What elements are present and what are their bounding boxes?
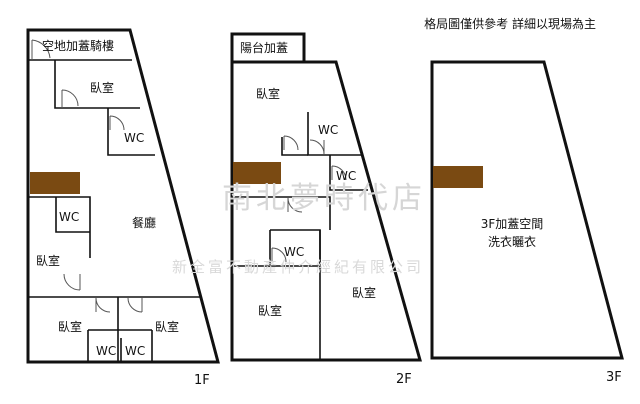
floor-2-beam bbox=[233, 162, 281, 184]
floor-1-bedroom-br-label: 臥室 bbox=[155, 319, 179, 334]
floor-1-bedroom-top-label: 臥室 bbox=[90, 80, 114, 95]
floor-2-bedroom-bl-label: 臥室 bbox=[258, 303, 282, 318]
floor-1-balcony-label: 空地加蓋騎樓 bbox=[42, 38, 114, 53]
floor-2-wc-right-label: WC bbox=[336, 169, 356, 183]
floor-1-bedroom-bl-label: 臥室 bbox=[58, 319, 82, 334]
floor-2-bedroom-br-label: 臥室 bbox=[352, 285, 376, 300]
floor-2-balcony-label: 陽台加蓋 bbox=[240, 40, 288, 55]
watermark-company: 南北夢時代店 bbox=[222, 181, 426, 216]
floor-2-wc-mid-label: WC bbox=[284, 245, 304, 259]
floor-1-dining-label: 餐廳 bbox=[132, 215, 156, 230]
floor-1-wc-bl-label: WC bbox=[96, 344, 116, 358]
floor-3-space-line1: 3F加蓋空間 bbox=[481, 217, 544, 231]
floor-1: 空地加蓋騎樓 臥室 WC 餐廳 WC 臥室 臥室 臥室 WC WC 1F bbox=[26, 28, 220, 388]
floor-3-beam bbox=[433, 166, 483, 188]
floor-1-wc-br-label: WC bbox=[125, 344, 145, 358]
floor-1-tag: 1F bbox=[194, 373, 210, 388]
floor-3-outline bbox=[430, 60, 624, 360]
floor-3-space-line2: 洗衣曬衣 bbox=[488, 234, 536, 249]
floor-2: 陽台加蓋 臥室 WC WC WC 臥室 臥室 2F bbox=[230, 32, 422, 387]
floor-2-wc-top-label: WC bbox=[318, 123, 338, 137]
floor-1-wc-top-label: WC bbox=[124, 131, 144, 145]
floor-2-outline bbox=[230, 60, 422, 362]
floor-1-bedroom-left-label: 臥室 bbox=[36, 253, 60, 268]
floor-3-tag: 3F bbox=[606, 370, 622, 385]
floor-1-outline bbox=[26, 28, 220, 364]
watermark-agency: 新全富不動產仲介經紀有限公司 bbox=[172, 258, 424, 276]
floor-1-wc-mid-label: WC bbox=[59, 210, 79, 224]
floor-2-tag: 2F bbox=[396, 372, 412, 387]
disclaimer-note: 格局圖僅供參考 詳細以現場為主 bbox=[424, 16, 596, 31]
floor-1-beam bbox=[30, 172, 80, 194]
floor-3: 3F加蓋空間 洗衣曬衣 3F bbox=[430, 60, 624, 385]
floor-2-bedroom-top-label: 臥室 bbox=[256, 86, 280, 101]
